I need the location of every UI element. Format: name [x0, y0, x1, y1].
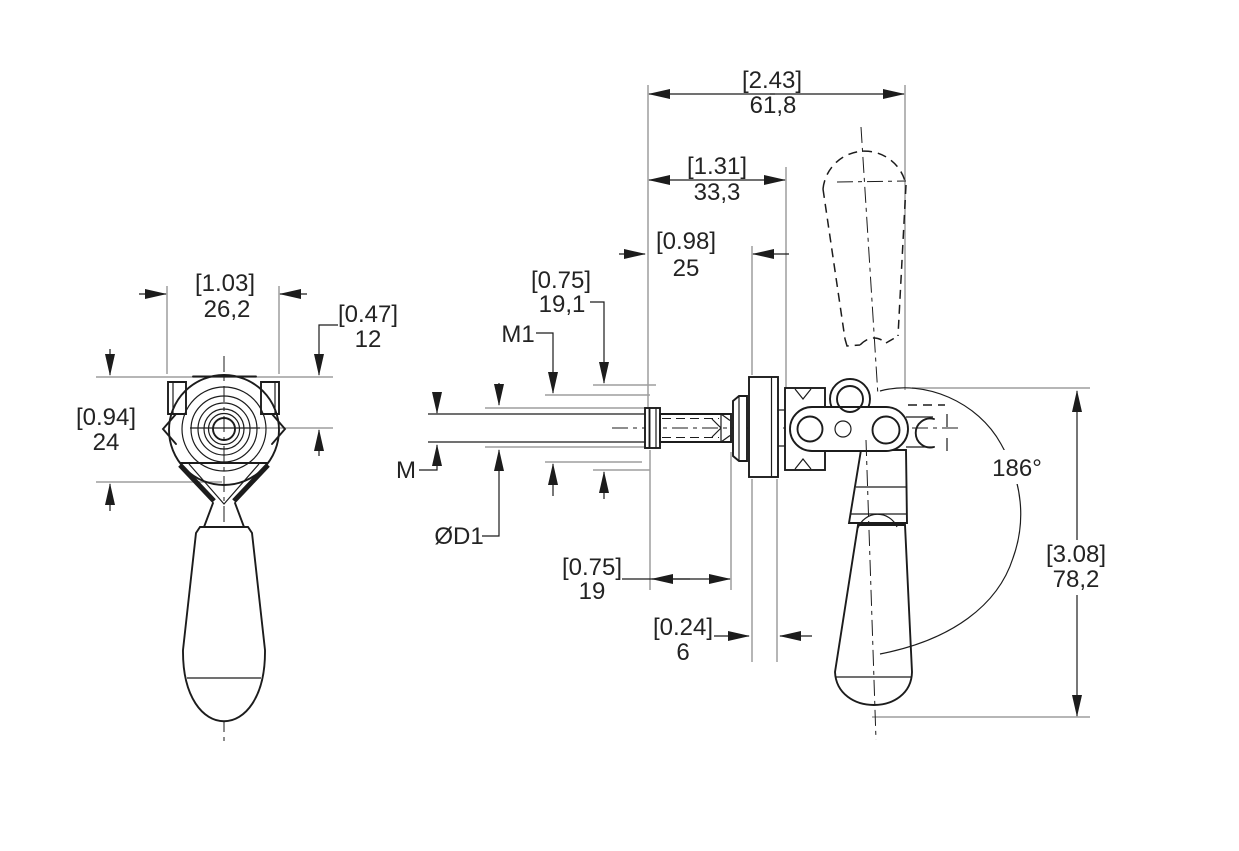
plate-hole-center [834, 420, 852, 438]
pivot-lobe-hole [836, 385, 864, 413]
dim-front-width-inch: [1.03] [195, 270, 255, 297]
swing-arc [879, 387, 1022, 655]
dim-flange-thickness-mm: 6 [676, 639, 689, 666]
dim-front-width: [1.03] 26,2 [139, 270, 307, 323]
dim-collar-diameter-inch: [0.75] [531, 267, 591, 294]
dim-front-offset-inch: [0.47] [338, 301, 398, 328]
v-notch-left [178, 463, 216, 503]
dim-overall-height: [3.08] 78,2 [1046, 390, 1106, 717]
dim-body-width-mm: 33,3 [694, 179, 741, 206]
spindle-end-cap [644, 407, 661, 449]
dim-flange-thickness: [0.24] 6 [653, 614, 812, 666]
dim-thread-m1: M1 [501, 321, 558, 496]
dim-front-height-inch: [0.94] [76, 404, 136, 431]
link-plate [789, 406, 909, 452]
handle-shoulder-arc [857, 513, 898, 529]
dim-overall-width-mm: 61,8 [750, 92, 797, 119]
dim-collar-diameter-mm: 19,1 [539, 291, 586, 318]
handle-neck [203, 502, 245, 528]
front-view: [1.03] 26,2 [0.47] 12 [0.94] 24 [76, 270, 398, 742]
dim-body-width-inch: [1.31] [687, 153, 747, 180]
mounting-flange [748, 376, 779, 478]
spring-mark-top [794, 388, 812, 400]
collar-washer [732, 395, 748, 462]
swing-angle-label: 186° [992, 455, 1042, 482]
dim-front-offset-mm: 12 [355, 326, 382, 353]
dim-collar-diameter: [0.75] 19,1 [531, 267, 609, 499]
left-ear [167, 381, 187, 415]
knob-ring [207, 412, 241, 446]
dim-flange-thickness-inch: [0.24] [653, 614, 713, 641]
knob-ring [197, 402, 251, 456]
spring-mark-bottom [794, 458, 812, 470]
dim-shank-diameter: ØD1 [434, 383, 504, 550]
right-hex-point [271, 413, 287, 445]
center-bore [212, 417, 236, 441]
shank-diameter-label: ØD1 [434, 523, 483, 550]
threaded-shaft [659, 413, 732, 443]
dim-mount-width-mm: 25 [673, 255, 700, 282]
dim-overall-height-mm: 78,2 [1053, 566, 1100, 593]
dim-thread-m: M [396, 392, 442, 484]
dim-front-height-mm: 24 [93, 429, 120, 456]
phantom-handle-up [822, 126, 907, 397]
knob-ring [190, 395, 258, 463]
v-notch-inner [188, 463, 260, 505]
left-hex-point [161, 413, 177, 445]
shank-link-lines [778, 409, 785, 447]
handle-grip-side [834, 524, 913, 706]
dim-front-height: [0.94] 24 [76, 349, 136, 511]
dim-overall-width-inch: [2.43] [742, 67, 802, 94]
swing-arc-text-gap [985, 450, 1049, 484]
plate-hole-left [796, 415, 824, 443]
thread-m1-label: M1 [501, 321, 534, 348]
dim-thread-length-inch: [0.75] [562, 554, 622, 581]
thread-end-chamfer [711, 413, 731, 443]
dim-mount-width-inch: [0.98] [656, 228, 716, 255]
dim-thread-length: [0.75] 19 [562, 554, 731, 605]
thread-m-label: M [396, 457, 416, 484]
dim-front-width-mm: 26,2 [204, 296, 251, 323]
knob-ring [203, 408, 245, 450]
knob-ring [181, 386, 267, 472]
dim-body-width: [1.31] 33,3 [648, 153, 786, 206]
body-outline [168, 374, 280, 486]
handle-centerline [865, 439, 877, 741]
handle-grip [182, 526, 266, 722]
dim-front-offset: [0.47] 12 [314, 301, 398, 456]
v-notch-right [232, 463, 270, 503]
dim-overall-height-inch: [3.08] [1046, 541, 1106, 568]
dim-mount-width: [0.98] 25 [619, 228, 789, 282]
clevis-hook [914, 417, 935, 449]
dim-thread-length-mm: 19 [579, 578, 606, 605]
right-ear [260, 381, 280, 415]
dim-overall-width: [2.43] 61,8 [648, 67, 905, 119]
plate-hole-right [871, 415, 901, 445]
side-view: 186° [2.43] 61,8 [1.31] 33,3 [0.98] 25 [… [396, 67, 1106, 741]
